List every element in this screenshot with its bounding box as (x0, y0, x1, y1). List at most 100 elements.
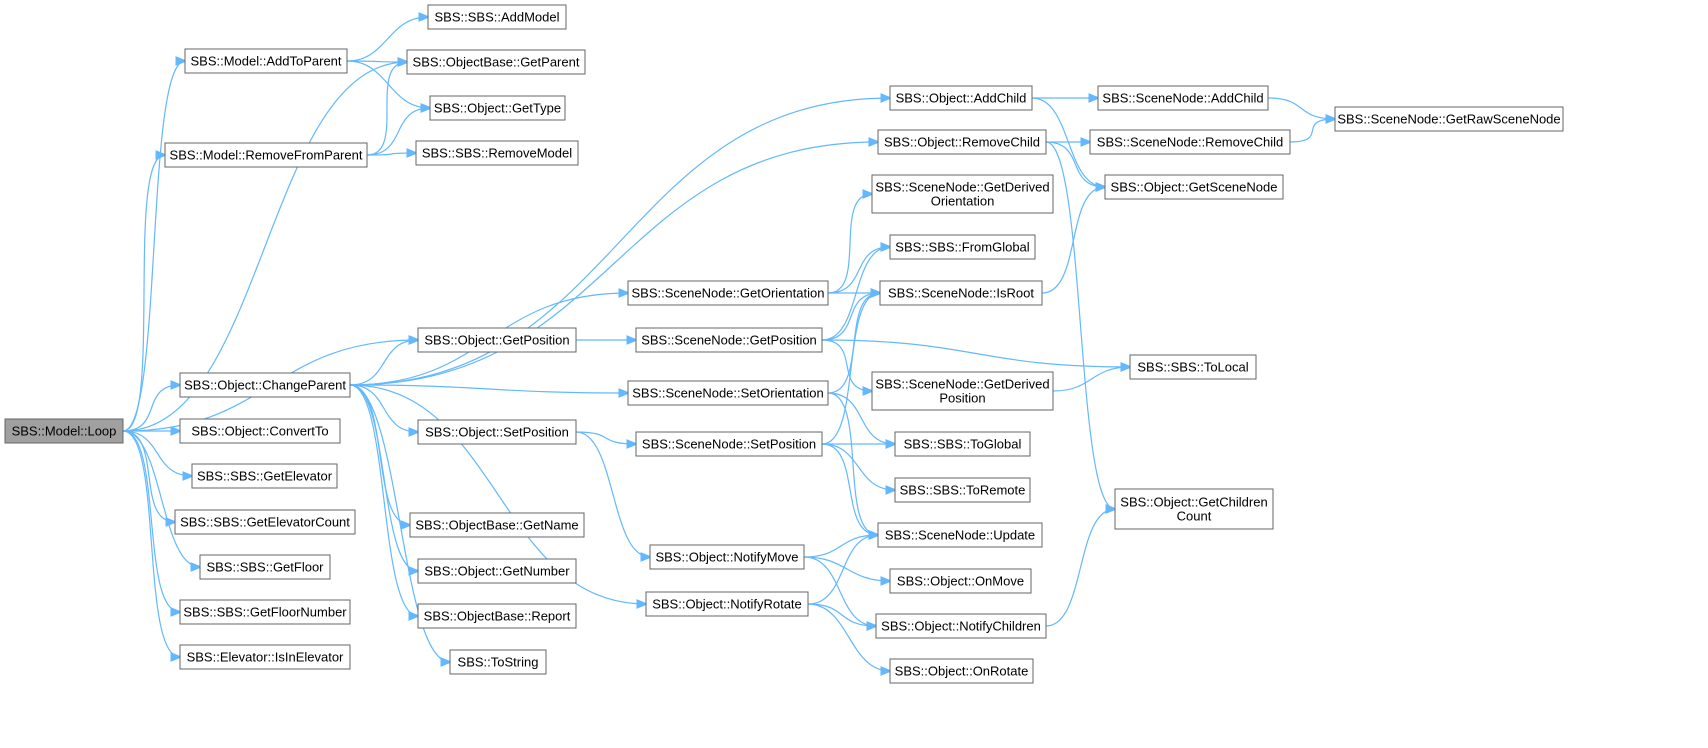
edge-m-removefromparent-to-o-gettype (366, 108, 430, 156)
edge-sn-setposition-to-s-toremote (821, 443, 895, 490)
node-tostring[interactable]: SBS::ToString (449, 649, 547, 675)
edge-o-changeparent-to-o-setposition (349, 384, 418, 432)
node-box (879, 280, 1043, 306)
node-box (179, 644, 351, 670)
edge-o-notifyrotate-to-o-onrotate (807, 603, 890, 671)
node-o-notifychildren[interactable]: SBS::Object::NotifyChildren (875, 613, 1047, 639)
node-label: SBS::Object::SetPosition (425, 425, 569, 440)
node-label: SBS::SceneNode::GetPosition (641, 333, 817, 348)
node-label: Position (939, 391, 985, 406)
node-label: SBS::SBS::RemoveModel (422, 146, 572, 161)
node-s-getfloor[interactable]: SBS::SBS::GetFloor (199, 554, 331, 580)
node-o-getscenenode[interactable]: SBS::Object::GetSceneNode (1104, 174, 1284, 200)
node-box (429, 95, 566, 121)
node-s-toglobal[interactable]: SBS::SBS::ToGlobal (894, 431, 1031, 457)
node-s-addmodel[interactable]: SBS::SBS::AddModel (427, 4, 567, 30)
node-o-onrotate[interactable]: SBS::Object::OnRotate (889, 658, 1034, 684)
edge-m-removefromparent-to-s-removemodel (366, 153, 416, 155)
node-box (417, 327, 577, 353)
node-o-addchild[interactable]: SBS::Object::AddChild (889, 85, 1033, 111)
node-sn-isroot[interactable]: SBS::SceneNode::IsRoot (879, 280, 1043, 306)
edge-sn-removechild-to-sn-getrawscenenode (1289, 119, 1335, 143)
edge-loop-to-e-isinelevator (122, 430, 180, 657)
node-s-getfloornumber[interactable]: SBS::SBS::GetFloorNumber (179, 599, 351, 625)
node-sn-getorientation[interactable]: SBS::SceneNode::GetOrientation (627, 280, 829, 306)
node-box (1097, 85, 1269, 111)
node-sn-setorientation[interactable]: SBS::SceneNode::SetOrientation (627, 380, 829, 406)
node-box (417, 558, 577, 584)
node-m-addtoparent[interactable]: SBS::Model::AddToParent (184, 48, 348, 74)
edge-loop-to-ob-getparent (122, 62, 407, 432)
node-box (875, 613, 1047, 639)
node-box (627, 380, 829, 406)
node-o-changeparent[interactable]: SBS::Object::ChangeParent (179, 372, 351, 398)
node-o-getposition[interactable]: SBS::Object::GetPosition (417, 327, 577, 353)
node-sn-removechild[interactable]: SBS::SceneNode::RemoveChild (1089, 129, 1291, 155)
node-s-fromglobal[interactable]: SBS::SBS::FromGlobal (889, 234, 1036, 260)
node-label: SBS::Model::AddToParent (190, 54, 341, 69)
node-box (889, 568, 1032, 594)
node-label: SBS::Object::OnRotate (895, 664, 1029, 679)
node-o-convertto[interactable]: SBS::Object::ConvertTo (179, 418, 341, 444)
node-label: SBS::SceneNode::GetOrientation (632, 286, 825, 301)
node-box (889, 658, 1034, 684)
node-box (877, 522, 1043, 548)
edge-o-notifyrotate-to-sn-update (807, 535, 878, 605)
node-label: SBS::Model::RemoveFromParent (170, 148, 363, 163)
node-s-tolocal[interactable]: SBS::SBS::ToLocal (1129, 354, 1257, 380)
node-sn-addchild[interactable]: SBS::SceneNode::AddChild (1097, 85, 1269, 111)
node-o-removechild[interactable]: SBS::Object::RemoveChild (877, 129, 1047, 155)
node-box (427, 4, 567, 30)
node-sn-getrawscenenode[interactable]: SBS::SceneNode::GetRawSceneNode (1334, 106, 1564, 132)
node-o-notifyrotate[interactable]: SBS::Object::NotifyRotate (645, 591, 809, 617)
edge-sn-isroot-to-o-getscenenode (1041, 187, 1105, 294)
node-s-getelevatorcount[interactable]: SBS::SBS::GetElevatorCount (174, 509, 356, 535)
node-label: SBS::Object::NotifyMove (655, 550, 798, 565)
edge-m-addtoparent-to-s-addmodel (346, 17, 428, 62)
edge-o-changeparent-to-o-notifyrotate (349, 384, 646, 604)
edge-m-removefromparent-to-ob-getparent (366, 62, 407, 156)
node-box (894, 431, 1031, 457)
node-o-getnumber[interactable]: SBS::Object::GetNumber (417, 558, 577, 584)
node-s-toremote[interactable]: SBS::SBS::ToRemote (894, 477, 1031, 503)
edge-sn-setorientation-to-s-toglobal (827, 392, 895, 444)
node-label: SBS::SBS::GetElevator (197, 469, 333, 484)
node-label: SBS::Elevator::IsInElevator (187, 650, 344, 665)
node-box (635, 431, 823, 457)
node-label: SBS::ToString (458, 655, 539, 670)
edge-sn-getderivedposition-to-s-tolocal (1052, 367, 1130, 392)
node-label: SBS::Object::GetSceneNode (1111, 180, 1278, 195)
node-s-removemodel[interactable]: SBS::SBS::RemoveModel (415, 140, 579, 166)
node-label: SBS::Object::NotifyChildren (881, 619, 1041, 634)
edge-sn-setorientation-to-sn-update (827, 392, 878, 535)
node-loop[interactable]: SBS::Model::Loop (4, 418, 124, 444)
edge-sn-getorientation-to-s-fromglobal (827, 247, 890, 294)
node-o-onmove[interactable]: SBS::Object::OnMove (889, 568, 1032, 594)
node-e-isinelevator[interactable]: SBS::Elevator::IsInElevator (179, 644, 351, 670)
node-o-setposition[interactable]: SBS::Object::SetPosition (417, 419, 577, 445)
node-o-gettype[interactable]: SBS::Object::GetType (429, 95, 566, 121)
node-s-getelevator[interactable]: SBS::SBS::GetElevator (191, 463, 338, 489)
node-sn-update[interactable]: SBS::SceneNode::Update (877, 522, 1043, 548)
node-label: SBS::Object::ChangeParent (184, 378, 346, 393)
node-box (1104, 174, 1284, 200)
edge-o-changeparent-to-o-removechild (349, 142, 878, 386)
node-sn-setposition[interactable]: SBS::SceneNode::SetPosition (635, 431, 823, 457)
edge-loop-to-s-getfloor (122, 430, 200, 567)
node-box (191, 463, 338, 489)
node-box (649, 544, 805, 570)
node-o-notifymove[interactable]: SBS::Object::NotifyMove (649, 544, 805, 570)
node-sn-getposition[interactable]: SBS::SceneNode::GetPosition (635, 327, 823, 353)
node-box (179, 372, 351, 398)
node-label: SBS::SBS::GetFloor (206, 560, 324, 575)
node-box (627, 280, 829, 306)
node-ob-getparent[interactable]: SBS::ObjectBase::GetParent (406, 49, 586, 75)
node-m-removefromparent[interactable]: SBS::Model::RemoveFromParent (164, 142, 368, 168)
node-ob-report[interactable]: SBS::ObjectBase::Report (417, 603, 577, 629)
node-label: SBS::SBS::AddModel (434, 10, 559, 25)
node-ob-getname[interactable]: SBS::ObjectBase::GetName (409, 512, 585, 538)
node-box (889, 234, 1036, 260)
